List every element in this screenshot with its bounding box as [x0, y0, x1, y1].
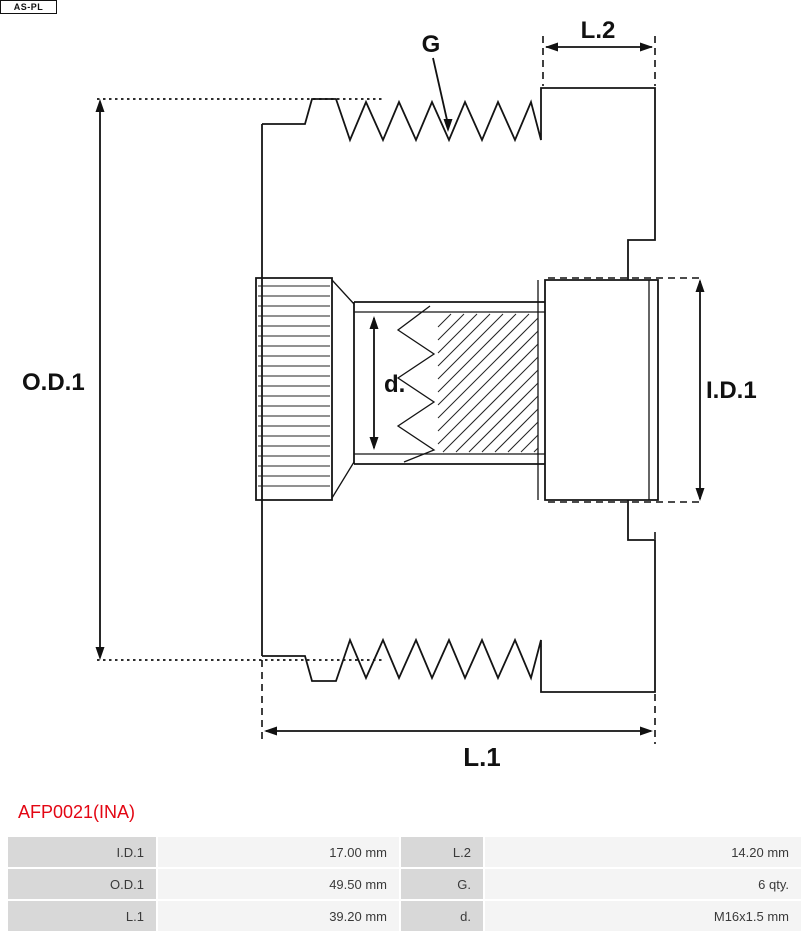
dim-label-g: G: [422, 31, 441, 58]
dim-label-l1: L.1: [463, 742, 501, 772]
bore-walls: [353, 301, 545, 465]
clutch-hub: [255, 277, 333, 501]
dim-label-id1: I.D.1: [706, 377, 757, 404]
dim-d: d.: [373, 318, 405, 448]
pulley-outline: [255, 87, 659, 693]
dim-label-d: d.: [384, 371, 405, 398]
bore-inner-lines: [354, 311, 545, 455]
spec-value-d: M16x1.5 mm: [485, 901, 801, 931]
spec-table: I.D.1 17.00 mm L.2 14.20 mm O.D.1 49.50 …: [8, 837, 801, 931]
hub-chamfers: [331, 279, 355, 499]
inner-race: [544, 279, 659, 501]
spec-label-l2: L.2: [401, 837, 483, 867]
dim-label-od1: O.D.1: [22, 369, 85, 396]
dim-od1: O.D.1: [22, 98, 382, 661]
part-number: AFP0021(INA): [18, 802, 136, 822]
pulley-bottom-profile: [262, 500, 656, 693]
dim-g: G: [422, 31, 448, 121]
pulley-top-profile: [262, 87, 656, 280]
dimension-arrowheads: [95, 42, 705, 736]
spec-label-g: G.: [401, 869, 483, 899]
clutch-spring-zigzag: [396, 305, 436, 463]
spec-label-l1: L.1: [8, 901, 156, 931]
brand-logo: AS-PL: [0, 0, 57, 14]
spec-value-id1: 17.00 mm: [158, 837, 399, 867]
dim-l2: L.2: [542, 17, 656, 86]
pulley-technical-drawing: O.D.1 L.2 G I.D.1 d. L.1: [22, 17, 757, 772]
dim-id1: I.D.1: [548, 277, 757, 503]
spec-value-g: 6 qty.: [485, 869, 801, 899]
spec-label-id1: I.D.1: [8, 837, 156, 867]
spec-value-od1: 49.50 mm: [158, 869, 399, 899]
knurl-hatching: [258, 285, 330, 487]
spec-label-d: d.: [401, 901, 483, 931]
spec-label-od1: O.D.1: [8, 869, 156, 899]
dim-l1: L.1: [261, 532, 656, 772]
spec-value-l1: 39.20 mm: [158, 901, 399, 931]
section-hatching: [437, 313, 539, 453]
dim-label-l2: L.2: [581, 17, 616, 44]
spec-value-l2: 14.20 mm: [485, 837, 801, 867]
